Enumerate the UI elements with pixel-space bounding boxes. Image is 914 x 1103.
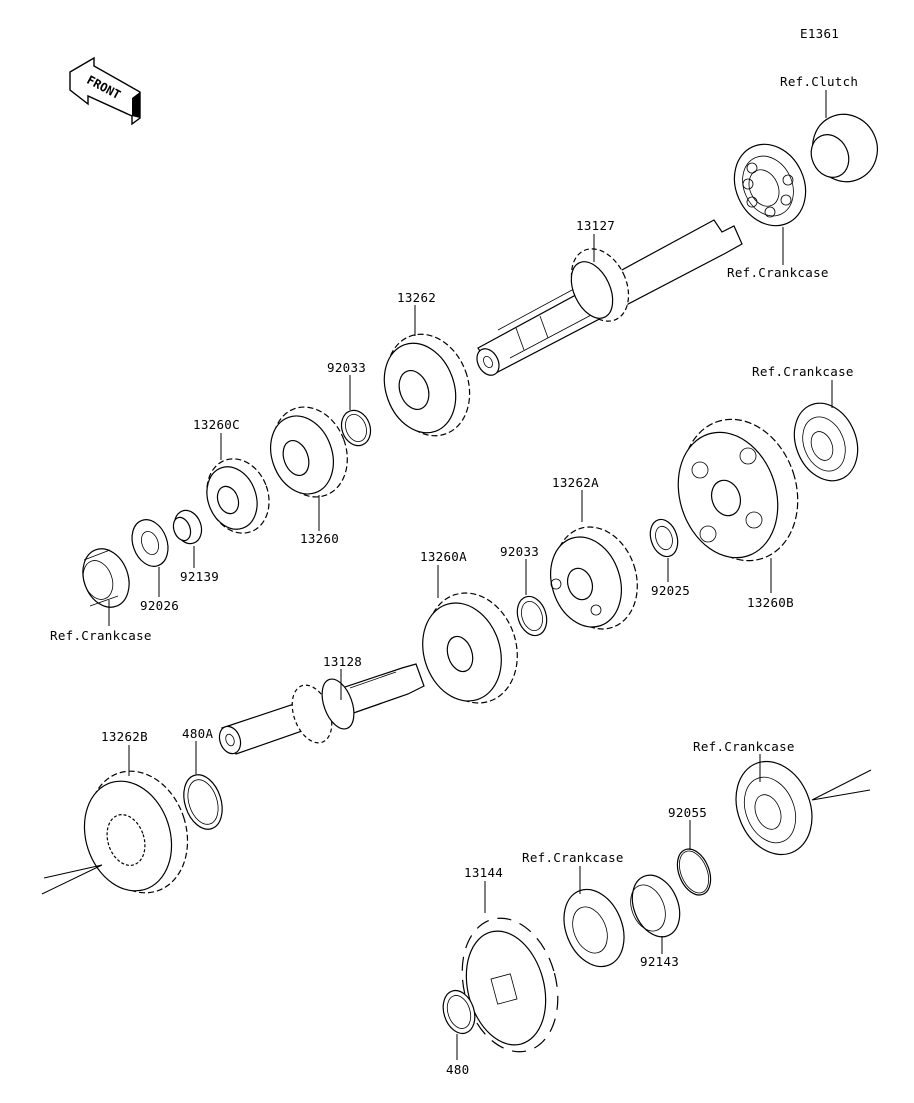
label-92139: 92139 xyxy=(180,569,219,584)
circlip-480A xyxy=(183,774,223,830)
label-13260A: 13260A xyxy=(420,549,467,564)
gear-13262 xyxy=(383,333,471,437)
label-13262: 13262 xyxy=(397,290,436,305)
label-480A: 480A xyxy=(182,726,213,741)
gear-13260 xyxy=(270,406,348,498)
label-ref-crankcase-lower-right: Ref.Crankcase xyxy=(693,739,795,754)
label-13260: 13260 xyxy=(300,531,339,546)
label-ref-clutch: Ref.Clutch xyxy=(780,74,858,89)
ball-bearing-upper xyxy=(733,143,807,227)
sprocket-13144 xyxy=(461,917,559,1053)
axis-marker-left xyxy=(41,864,103,895)
ref-clutch-bushing xyxy=(810,113,878,183)
shaft-13128 xyxy=(218,663,425,755)
circlip-480 xyxy=(442,989,476,1035)
label-ref-crankcase-left: Ref.Crankcase xyxy=(50,628,152,643)
diagram-code: E1361 xyxy=(800,26,839,41)
front-arrow-icon: FRONT xyxy=(69,56,141,126)
bushing-92139 xyxy=(172,509,203,545)
label-92055: 92055 xyxy=(668,805,707,820)
label-13260B: 13260B xyxy=(747,595,794,610)
circlip-92033-upper xyxy=(340,409,372,447)
label-13262A: 13262A xyxy=(552,475,599,490)
gear-13260B xyxy=(677,418,799,562)
label-ref-crankcase-upper: Ref.Crankcase xyxy=(727,265,829,280)
label-13128: 13128 xyxy=(323,654,362,669)
gear-13262A xyxy=(550,526,638,630)
o-ring-92055 xyxy=(676,848,712,896)
shaft-13127 xyxy=(476,219,743,376)
gear-13260A xyxy=(422,592,518,704)
label-13260C: 13260C xyxy=(193,417,240,432)
label-92033-upper: 92033 xyxy=(327,360,366,375)
washer-92025 xyxy=(649,518,679,558)
label-92026: 92026 xyxy=(140,598,179,613)
label-480: 480 xyxy=(446,1062,469,1077)
washer-92026 xyxy=(131,519,169,567)
axis-marker-right xyxy=(811,769,872,801)
label-ref-crankcase-right: Ref.Crankcase xyxy=(752,364,854,379)
circlip-92033-lower xyxy=(516,595,548,637)
label-13262B: 13262B xyxy=(101,729,148,744)
label-92033-lower: 92033 xyxy=(500,544,539,559)
gear-13262B xyxy=(83,770,189,894)
label-92025: 92025 xyxy=(651,583,690,598)
label-13127: 13127 xyxy=(576,218,615,233)
label-92143: 92143 xyxy=(640,954,679,969)
ball-bearing-lower xyxy=(735,760,813,856)
oil-seal xyxy=(563,888,625,968)
gear-13260C xyxy=(206,458,270,534)
label-ref-crankcase-seal: Ref.Crankcase xyxy=(522,850,624,865)
label-13144: 13144 xyxy=(464,865,503,880)
ball-bearing-right xyxy=(793,402,859,482)
needle-bearing-left xyxy=(82,548,130,608)
collar-92143 xyxy=(630,874,681,938)
